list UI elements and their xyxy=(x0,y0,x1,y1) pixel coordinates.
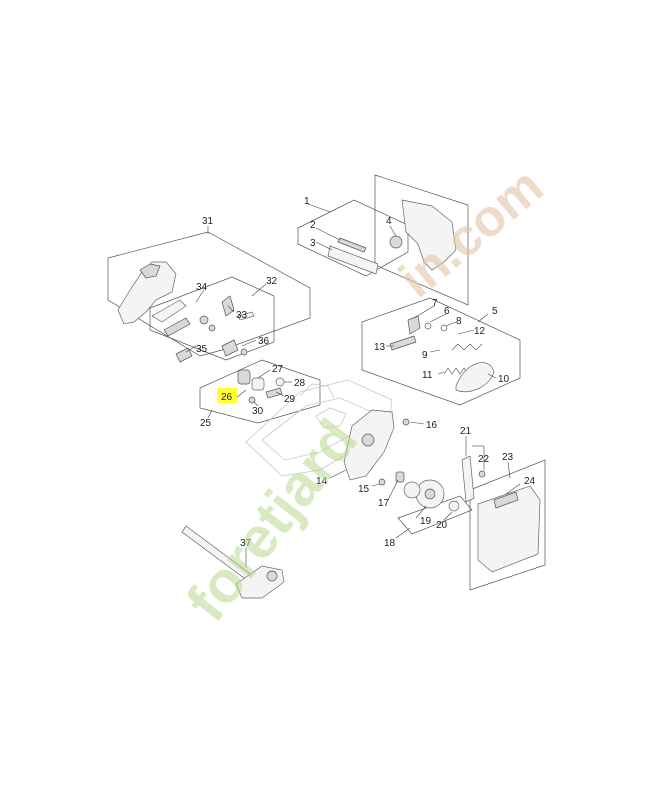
callout-26: 26 xyxy=(221,392,233,403)
part-spring-b xyxy=(208,324,216,332)
part-24-label xyxy=(493,491,519,509)
part-4-knob xyxy=(389,235,403,249)
part-32-pin xyxy=(237,311,255,321)
part-23-side-cover xyxy=(477,485,541,573)
callout-29: 29 xyxy=(284,394,296,405)
part-8-washer xyxy=(440,324,448,332)
callout-24: 24 xyxy=(524,476,536,487)
callout-15: 15 xyxy=(358,484,370,495)
part-14-hole xyxy=(361,433,375,447)
callout-2: 2 xyxy=(310,220,316,231)
group-box-32 xyxy=(149,276,275,361)
part-6-washer xyxy=(424,322,432,330)
callout-23: 23 xyxy=(502,452,514,463)
callout-5: 5 xyxy=(492,306,498,317)
callout-34: 34 xyxy=(196,282,208,293)
callout-22: 22 xyxy=(478,454,490,465)
callout-8: 8 xyxy=(456,316,462,327)
callout-27: 27 xyxy=(272,364,284,375)
part-28-ring xyxy=(275,377,285,387)
part-spring-a xyxy=(199,315,209,325)
callout-25: 25 xyxy=(200,418,212,429)
part-29-pin xyxy=(265,387,283,399)
watermark-text-green: foretjard xyxy=(174,408,370,633)
highlight-26 xyxy=(217,388,237,403)
callout-33: 33 xyxy=(236,310,248,321)
callout-13: 13 xyxy=(374,342,386,353)
callout-14: 14 xyxy=(316,476,328,487)
callout-32: 32 xyxy=(266,276,278,287)
part-36-screw xyxy=(240,348,248,356)
callout-28: 28 xyxy=(294,378,306,389)
callout-3: 3 xyxy=(310,238,316,249)
part-21-tensioner xyxy=(461,455,475,503)
part-7-lever xyxy=(407,315,421,335)
part-10-band xyxy=(455,362,495,393)
callout-18: 18 xyxy=(384,538,396,549)
part-30-screw xyxy=(248,396,256,404)
group-box-1 xyxy=(297,199,409,277)
part-34-lever xyxy=(163,317,191,337)
part-34-trigger xyxy=(151,299,187,323)
callout-19: 19 xyxy=(420,516,432,527)
group-box-25 xyxy=(199,359,321,424)
group-box-5 xyxy=(361,297,521,406)
part-19-hub xyxy=(424,488,436,500)
part-9-spring xyxy=(451,343,483,351)
part-37-socket xyxy=(266,570,278,582)
callout-1: 1 xyxy=(304,196,310,207)
part-20-washer xyxy=(448,500,460,512)
callout-31: 31 xyxy=(202,216,214,227)
part-sprocket-gear xyxy=(403,481,421,499)
part-13-link xyxy=(389,335,417,351)
part-35-spring xyxy=(175,347,193,363)
part-2-chain-bar xyxy=(327,245,379,275)
callout-21: 21 xyxy=(460,426,472,437)
part-27-sleeve xyxy=(251,377,265,391)
leader-lines xyxy=(185,203,521,568)
callout-11: 11 xyxy=(422,370,433,381)
part-11-spring xyxy=(443,367,469,375)
part-31-handle-housing xyxy=(117,261,177,325)
callout-36: 36 xyxy=(258,336,270,347)
group-box-4-bracket xyxy=(374,174,469,306)
callout-4: 4 xyxy=(386,216,392,227)
callout-30: 30 xyxy=(252,406,264,417)
part-31-grip xyxy=(139,263,161,279)
callout-7: 7 xyxy=(432,298,438,309)
callout-20: 20 xyxy=(436,520,448,531)
callout-12: 12 xyxy=(474,326,486,337)
part-15-screw xyxy=(378,478,386,486)
part-4-bracket xyxy=(401,199,457,271)
part-2-bar-tip xyxy=(337,237,367,253)
callout-37: 37 xyxy=(240,538,252,549)
group-box-23 xyxy=(469,459,546,591)
part-22-screw xyxy=(478,470,486,478)
part-17-bolt xyxy=(395,471,405,483)
callout-17: 17 xyxy=(378,498,390,509)
callout-9: 9 xyxy=(422,350,428,361)
watermark: foretjard xyxy=(174,408,370,633)
callout-16: 16 xyxy=(426,420,438,431)
part-27-cylinder xyxy=(237,369,251,385)
part-36-clip xyxy=(221,339,239,357)
part-16-screw xyxy=(402,418,410,426)
callout-10: 10 xyxy=(498,374,510,385)
callout-35: 35 xyxy=(196,344,208,355)
callout-6: 6 xyxy=(444,306,450,317)
